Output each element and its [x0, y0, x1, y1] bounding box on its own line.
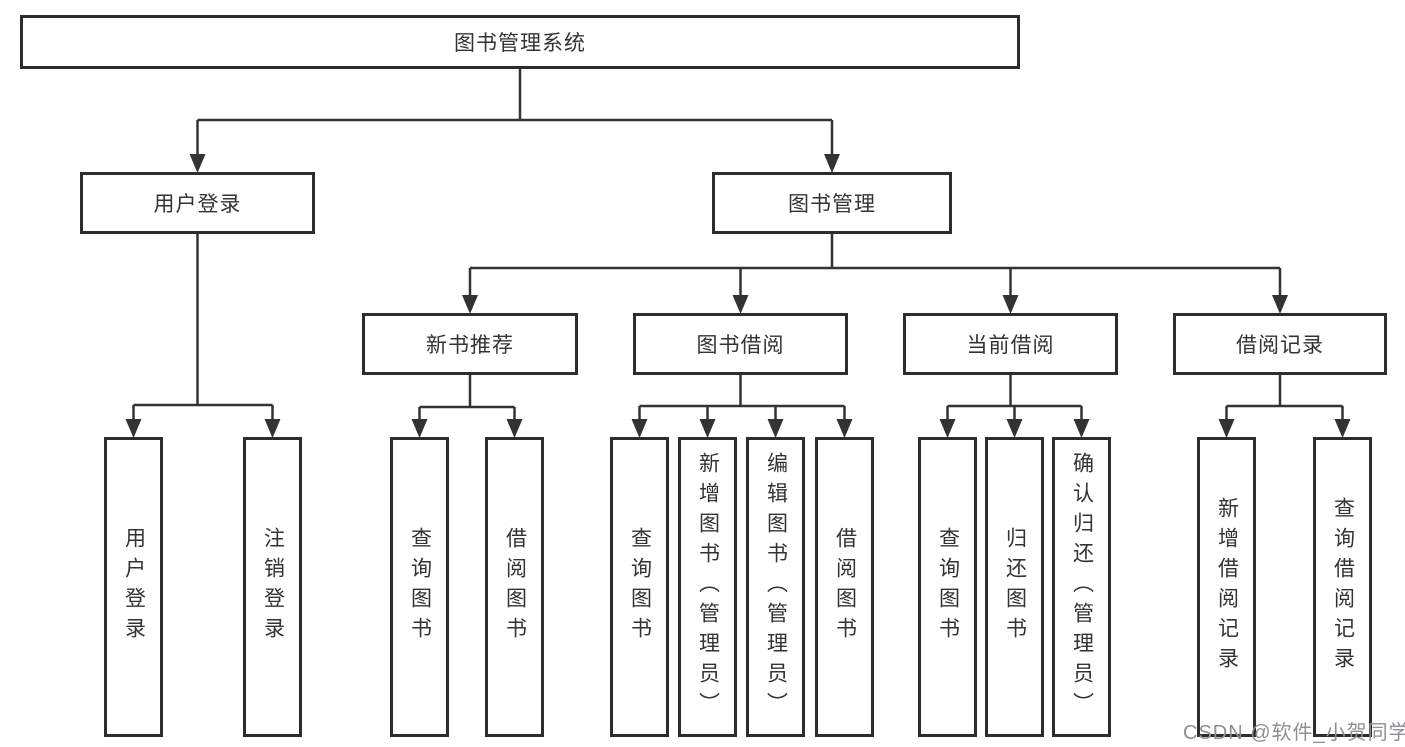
node-label: 图书借阅 — [696, 334, 785, 357]
arrowheads-current-leaves — [939, 419, 1090, 438]
connector-records-to-leaves — [1225, 375, 1344, 422]
arrowheads-level2 — [189, 154, 840, 173]
connector-current-to-leaves — [946, 375, 1083, 422]
node-borrow-records: 借阅记录 — [1173, 313, 1387, 375]
connector-root-to-level2 — [196, 69, 834, 157]
node-label: 新增借阅记录 — [1215, 497, 1239, 677]
node-label: 借阅图书 — [503, 527, 527, 647]
node-label: 新增图书（管理员） — [696, 452, 720, 722]
leaf-records-query-record: 查询借阅记录 — [1313, 437, 1372, 737]
arrowheads-login-leaves — [125, 419, 281, 438]
node-book-borrow: 图书借阅 — [633, 313, 848, 375]
node-label: 编辑图书（管理员） — [764, 452, 788, 722]
leaf-recommend-borrow-books: 借阅图书 — [485, 437, 544, 737]
node-label: 用户登录 — [153, 193, 242, 216]
node-book-management: 图书管理 — [712, 172, 952, 234]
connector-borrow-to-leaves — [638, 375, 846, 422]
node-label: 查询图书 — [628, 527, 652, 647]
node-user-login: 用户登录 — [80, 172, 315, 234]
csdn-watermark: CSDN @软件_小贺同学 — [1183, 722, 1405, 744]
node-label: 用户登录 — [122, 527, 146, 647]
leaf-borrow-query-books: 查询图书 — [610, 437, 669, 737]
node-label: 注销登录 — [261, 527, 285, 647]
node-current-borrow: 当前借阅 — [903, 313, 1118, 375]
arrowheads-borrow-leaves — [631, 419, 853, 438]
node-label: 新书推荐 — [426, 334, 514, 357]
arrowheads-records-leaves — [1218, 419, 1351, 438]
node-label: 当前借阅 — [966, 334, 1055, 357]
node-label: 图书管理系统 — [454, 32, 586, 55]
arrowheads-recommend-leaves — [411, 419, 523, 438]
leaf-current-query-books: 查询图书 — [918, 437, 977, 737]
node-label: 图书管理 — [788, 193, 876, 216]
leaf-logout: 注销登录 — [243, 437, 302, 737]
leaf-records-add-record: 新增借阅记录 — [1197, 437, 1256, 737]
node-library-management-system: 图书管理系统 — [20, 15, 1020, 69]
leaf-borrow-edit-books-admin: 编辑图书（管理员） — [746, 437, 805, 737]
node-label: 确认归还（管理员） — [1070, 452, 1094, 722]
node-label: 查询借阅记录 — [1331, 497, 1355, 677]
leaf-current-return-books: 归还图书 — [985, 437, 1044, 737]
node-label: 查询图书 — [408, 527, 432, 647]
arrowheads-level3 — [462, 295, 1288, 314]
leaf-borrow-borrow-books: 借阅图书 — [815, 437, 874, 737]
leaf-current-confirm-return-admin: 确认归还（管理员） — [1052, 437, 1111, 737]
connector-recommend-to-leaves — [418, 375, 516, 422]
node-label: 借阅记录 — [1236, 334, 1324, 357]
connector-login-to-leaves — [132, 234, 274, 422]
leaf-user-login: 用户登录 — [104, 437, 163, 737]
node-label: 借阅图书 — [833, 527, 857, 647]
node-label: 查询图书 — [936, 527, 960, 647]
connector-mgmt-to-level3 — [468, 234, 1282, 298]
node-new-book-recommend: 新书推荐 — [362, 313, 578, 375]
leaf-borrow-add-books-admin: 新增图书（管理员） — [678, 437, 737, 737]
node-label: 归还图书 — [1003, 527, 1027, 647]
leaf-recommend-query-books: 查询图书 — [390, 437, 449, 737]
